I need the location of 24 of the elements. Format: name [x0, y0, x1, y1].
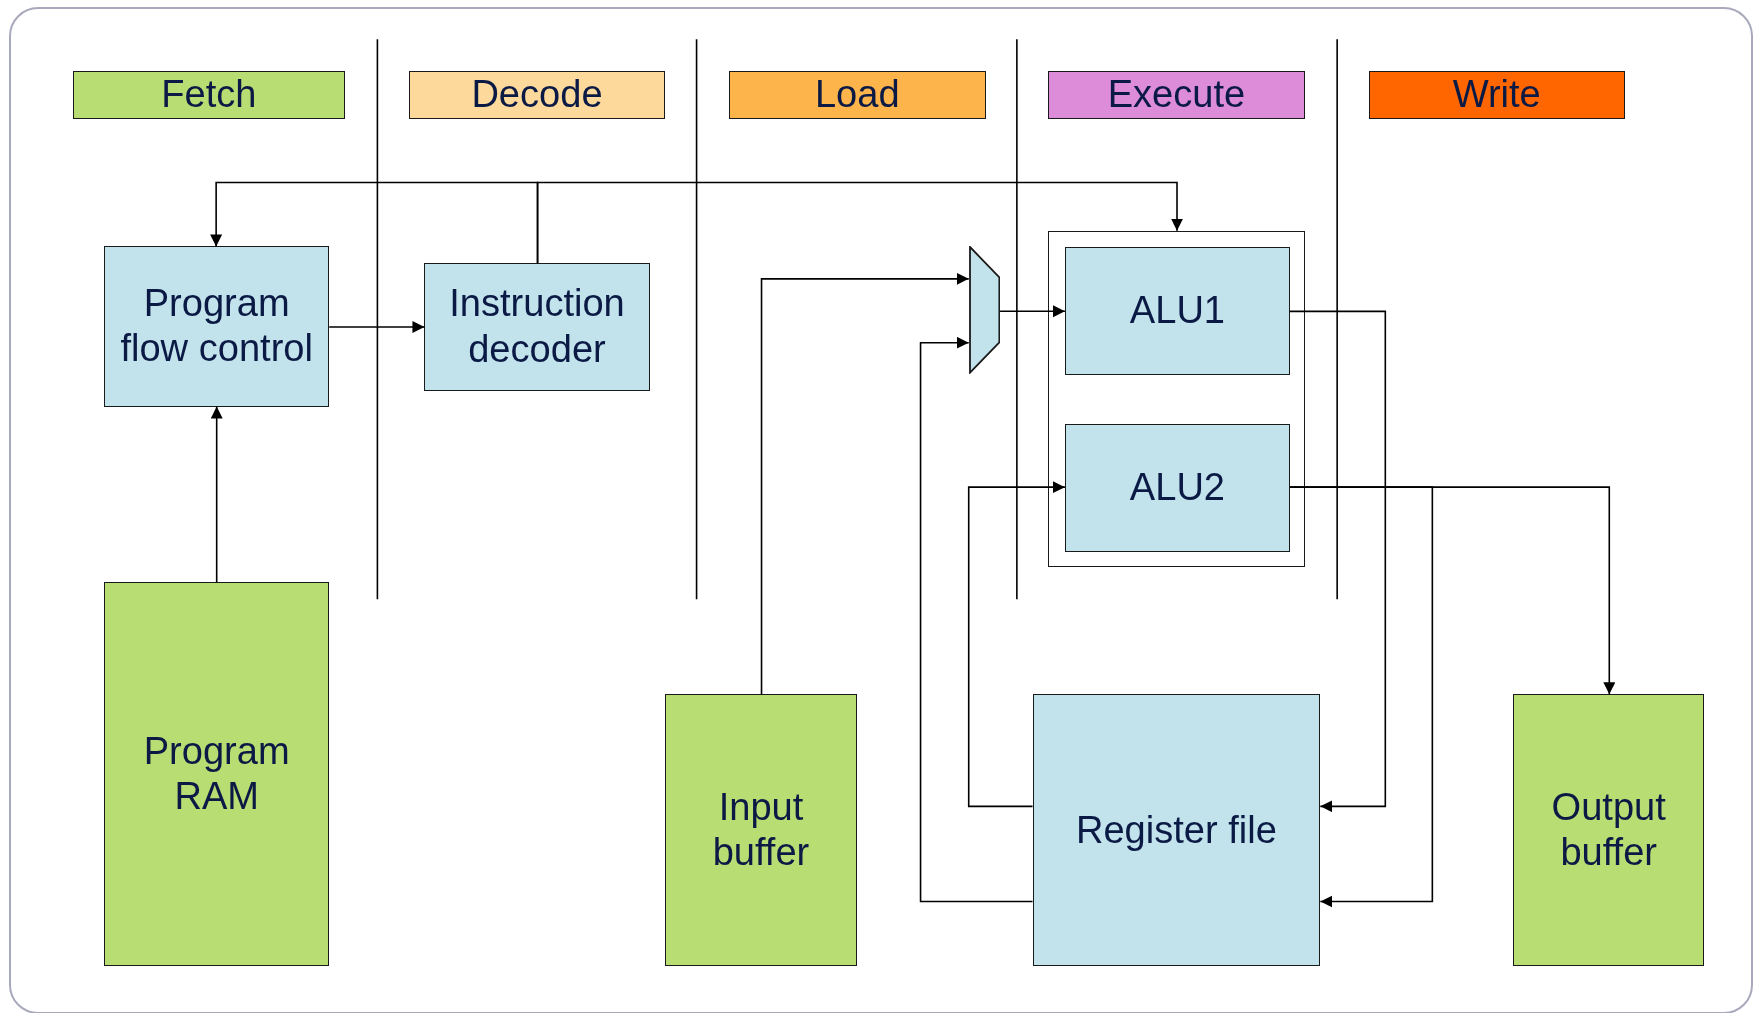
stage-header: Write: [1368, 70, 1625, 119]
arrow: [967, 481, 1066, 808]
stage-header: Decode: [408, 70, 666, 119]
process-box: Program flow control: [104, 246, 330, 407]
arrow: [328, 321, 426, 333]
memory-block: Program RAM: [104, 582, 330, 967]
register-file-box: Register file: [1032, 694, 1321, 967]
alu-group-box: [1048, 230, 1305, 567]
arrow: [919, 336, 1034, 903]
stage-header: Fetch: [72, 70, 345, 119]
buffer-block: Input buffer: [665, 694, 857, 967]
stage-header: Execute: [1048, 70, 1305, 119]
arrow: [999, 305, 1066, 318]
arrow: [760, 272, 970, 696]
process-box: Instruction decoder: [424, 263, 650, 391]
arrow: [1289, 486, 1616, 696]
arrow: [1289, 310, 1387, 813]
multiplexer-symbol: [968, 246, 1001, 375]
buffer-block: Output buffer: [1512, 694, 1705, 967]
alu-box: ALU1: [1064, 247, 1290, 375]
arrow: [210, 405, 223, 584]
arrow: [536, 181, 1183, 264]
alu-box: ALU2: [1064, 424, 1290, 552]
stage-header: Load: [729, 70, 986, 119]
